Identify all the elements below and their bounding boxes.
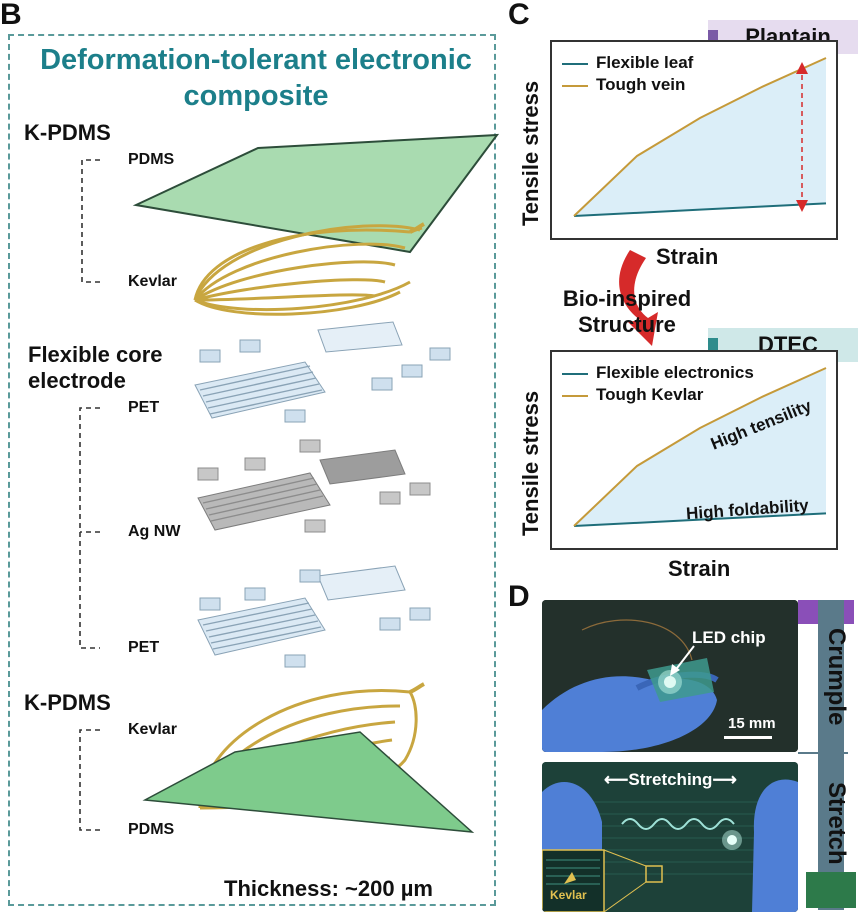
- photo-crumple: LED chip 15 mm: [542, 600, 798, 752]
- chart-bottom-legend-item-1: Tough Kevlar: [562, 384, 754, 406]
- chart-top-ylabel: Tensile stress: [518, 80, 543, 226]
- chart-bottom-xlabel: Strain: [668, 556, 731, 581]
- top-kevlar-label: Kevlar: [128, 273, 177, 290]
- core-electrode-label: Flexible core electrode: [28, 342, 163, 394]
- chart-top-fill: [574, 58, 826, 216]
- panel-b-title-line2: composite: [183, 80, 329, 112]
- chart-bottom-series-flexible-electronics: [573, 512, 827, 527]
- chart-top-xlabel: Strain: [656, 244, 719, 269]
- scale-bar: [724, 736, 772, 739]
- chart-bottom: [573, 367, 827, 527]
- bio-inspired-label: Bio-inspired Structure: [552, 286, 702, 338]
- bottom-kpdms-label: K-PDMS: [24, 690, 111, 715]
- top-kpdms-label: K-PDMS: [24, 120, 111, 145]
- bio-inspired-line2: Structure: [578, 312, 676, 337]
- scale-label: 15 mm: [728, 715, 776, 732]
- kevlar-inset-label: Kevlar: [550, 888, 587, 902]
- chart-bottom-legend-label-1: Tough Kevlar: [596, 385, 704, 404]
- pet-top-label: PET: [128, 399, 160, 416]
- bottom-pdms-sheet: [142, 731, 475, 833]
- stretching-label: ⟵Stretching⟶: [604, 770, 737, 790]
- top-pdms-sheet: [132, 133, 500, 254]
- led-chip-label: LED chip: [692, 628, 766, 647]
- thickness-label: Thickness: ~200 µm: [224, 876, 433, 901]
- bar-divider: [798, 752, 848, 754]
- photo-stretch: ⟵Stretching⟶ Kevlar: [542, 762, 798, 912]
- core-electrode-line2: electrode: [28, 368, 126, 393]
- pet-layer-top: [194, 321, 451, 423]
- chart-bottom-series-tough-kevlar: [573, 367, 827, 527]
- top-pdms-label: PDMS: [128, 151, 175, 168]
- chart-top-legend-item-1: Tough vein: [562, 74, 693, 96]
- chart-top-legend-item-0: Flexible leaf: [562, 52, 693, 74]
- chart-top: [573, 57, 827, 217]
- pet-bottom-label: PET: [128, 639, 160, 656]
- stretch-right-arrow-icon: ⟶: [712, 770, 737, 789]
- chart-top-series-tough-vein: [573, 57, 827, 217]
- panel-d-letter: D: [508, 580, 530, 613]
- chart-top-legend: Flexible leaf Tough vein: [562, 52, 693, 96]
- bio-inspired-line1: Bio-inspired: [562, 286, 692, 311]
- crumple-bar: [818, 600, 844, 760]
- chart-top-legend-label-1: Tough vein: [596, 75, 686, 94]
- panel-b-title-line1: Deformation-tolerant electronic: [40, 44, 472, 76]
- chart-bottom-fill: [574, 368, 826, 526]
- chart-top-legend-label-0: Flexible leaf: [596, 53, 694, 72]
- panel-b-title: Deformation-tolerant electronic composit…: [12, 42, 500, 114]
- chart-bottom-legend-label-0: Flexible electronics: [596, 363, 754, 382]
- panel-b-letter: B: [0, 0, 22, 31]
- stretch-bar-bottom: [806, 872, 856, 908]
- stretching-text: Stretching: [628, 770, 713, 789]
- chart-top-series-flexible-leaf: [573, 202, 827, 217]
- panel-b-frame: [8, 34, 496, 906]
- stretch-side-label: Stretch: [823, 782, 850, 865]
- panel-c-letter: C: [508, 0, 530, 31]
- chart-bottom-legend: Flexible electronics Tough Kevlar: [562, 362, 754, 406]
- chart-bottom-ylabel: Tensile stress: [518, 390, 543, 536]
- chart-bottom-legend-item-0: Flexible electronics: [562, 362, 754, 384]
- crumple-side-label: Crumple: [823, 628, 850, 726]
- bottom-kevlar-label: Kevlar: [128, 721, 177, 738]
- pet-layer-bottom: [197, 565, 431, 668]
- bottom-pdms-label: PDMS: [128, 821, 175, 838]
- bio-inspired-arrow: [619, 250, 658, 346]
- led-chip-arrow: [670, 645, 695, 676]
- stretch-left-arrow-icon: ⟵: [604, 770, 629, 789]
- chart-top-range-arrow: [796, 62, 808, 212]
- photo-stretch-art: [542, 762, 798, 912]
- agnw-layer: [197, 439, 431, 533]
- dashed-brackets: [79, 159, 100, 831]
- core-electrode-line1: Flexible core: [28, 342, 163, 367]
- agnw-label: Ag NW: [128, 523, 181, 540]
- top-kevlar-leaf: [193, 224, 423, 316]
